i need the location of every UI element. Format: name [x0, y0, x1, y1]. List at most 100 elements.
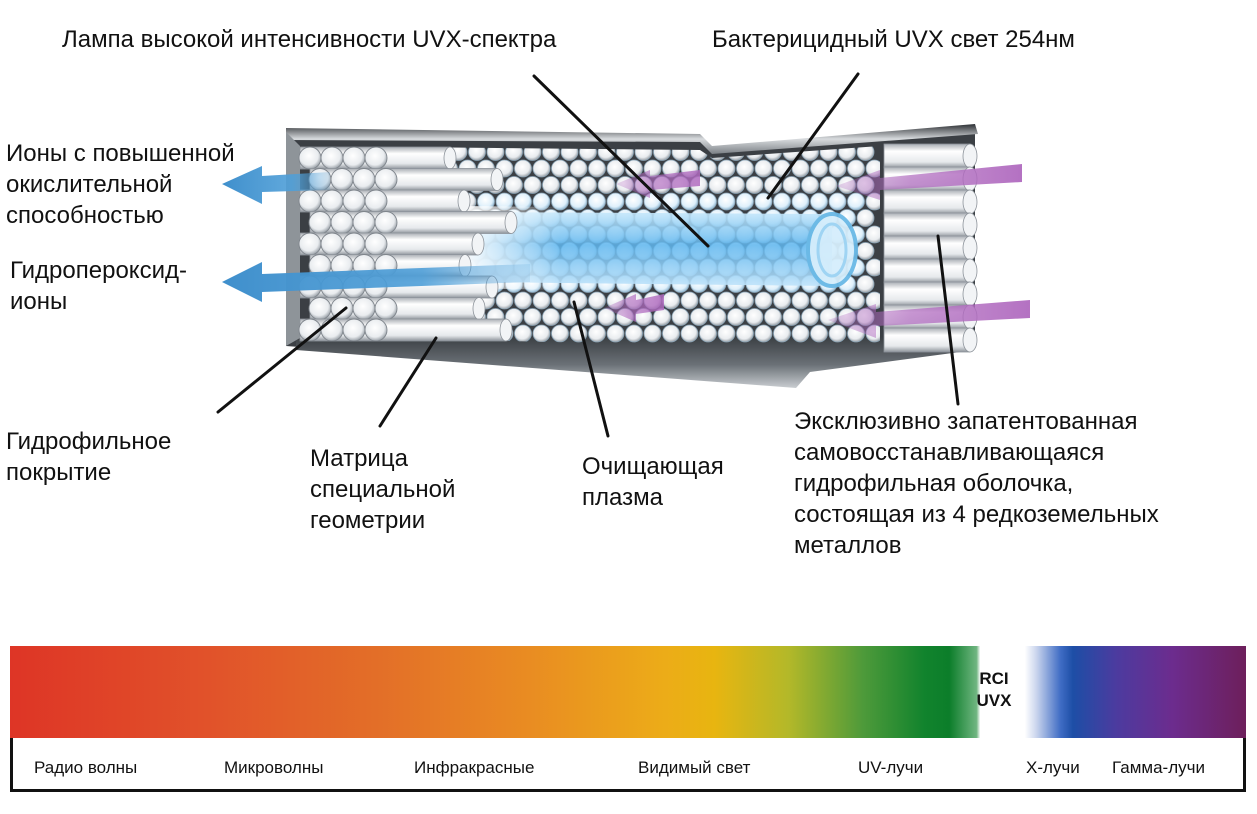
matrix-cell	[588, 192, 606, 211]
leader-matrix	[378, 336, 438, 428]
matrix-cell	[514, 324, 532, 343]
electromagnetic-spectrum: RCI UVX Радио волны Микроволны Инфракрас…	[10, 646, 1246, 792]
matrix-cell	[810, 291, 828, 310]
matrix-cell	[560, 176, 579, 194]
matrix-tube-end	[342, 318, 366, 342]
outflow-arrows	[222, 166, 530, 302]
label-hydrophilic-coating-line: покрытие	[6, 459, 112, 486]
matrix-cell	[810, 159, 828, 178]
matrix-cell	[625, 192, 643, 211]
matrix-cell	[699, 291, 717, 310]
leader-hydrophilic-coating	[216, 306, 348, 414]
matrix-tube-end	[374, 168, 398, 191]
inflow-arrow	[828, 300, 1030, 338]
matrix-cell	[532, 291, 551, 310]
spectrum-scale-frame	[10, 738, 1246, 792]
matrix-tube-end	[342, 232, 366, 256]
label-shell-line: самовосстанавливающаяся	[794, 439, 1105, 466]
matrix-cell	[551, 291, 569, 310]
matrix-cell	[819, 176, 838, 194]
label-shell-line: металлов	[794, 532, 902, 559]
matrix-cell	[514, 159, 532, 178]
matrix-cell	[791, 324, 810, 343]
matrix-cell	[588, 324, 606, 343]
matrix-cell	[569, 291, 588, 310]
matrix-cell	[662, 291, 680, 310]
label-hydroperoxide: Гидропероксид- ионы	[10, 255, 187, 317]
matrix-tube-end	[320, 232, 344, 256]
matrix-tube-end	[320, 146, 344, 170]
matrix-tube-end	[364, 146, 388, 170]
label-ions-line: Ионы с повышенной	[6, 140, 235, 167]
matrix-cell	[773, 324, 791, 343]
spectrum-tick: UV-лучи	[858, 758, 924, 777]
label-matrix: Матрица специальной геометрии	[310, 443, 455, 536]
spectrum-tick: Микроволны	[224, 758, 324, 777]
matrix-tube	[883, 235, 978, 261]
matrix-cell	[717, 324, 736, 343]
matrix-cell	[588, 159, 606, 178]
matrix-cell	[606, 192, 625, 211]
matrix-right-tubes	[883, 143, 978, 353]
matrix-cell	[569, 192, 588, 211]
matrix-cell	[828, 192, 847, 211]
matrix-cell	[828, 324, 847, 343]
matrix-cell	[514, 291, 532, 310]
matrix-cell	[680, 192, 699, 211]
matrix-cell	[625, 324, 643, 343]
matrix-cell	[532, 159, 551, 178]
matrix-cell	[588, 291, 606, 310]
matrix-cell	[680, 291, 699, 310]
matrix-cell	[810, 192, 828, 211]
matrix-cell	[579, 176, 597, 194]
matrix-cell	[662, 192, 680, 211]
matrix-cell	[505, 176, 523, 194]
matrix-cell	[754, 324, 773, 343]
label-plasma: Очищающая плазма	[582, 451, 724, 513]
matrix-cell	[727, 308, 745, 326]
matrix-tube-end	[330, 168, 354, 191]
matrix-tube-end	[320, 318, 344, 342]
spectrum-tick: Гамма-лучи	[1112, 758, 1205, 777]
matrix-cell	[532, 324, 551, 343]
matrix-tube-end	[298, 232, 322, 256]
label-hydroperoxide-line: ионы	[10, 288, 68, 315]
matrix-tube	[883, 281, 978, 307]
matrix-cell	[680, 324, 699, 343]
label-hydrophilic-coating-line: Гидрофильное	[6, 428, 172, 455]
matrix-tube-end	[298, 189, 322, 213]
matrix-tube-end	[374, 297, 398, 320]
matrix-cell	[773, 192, 791, 211]
label-uvx-light: Бактерицидный UVX свет 254нм	[712, 26, 1075, 53]
inflow-arrow	[836, 164, 1022, 200]
label-ions-line: способностью	[6, 202, 164, 229]
matrix-cell	[810, 324, 828, 343]
matrix-cell	[662, 324, 680, 343]
matrix-tube-end	[320, 189, 344, 213]
spectrum-tick: Инфракрасные	[414, 758, 535, 777]
label-hydroperoxide-line: Гидропероксид-	[10, 257, 187, 284]
matrix-tube	[883, 212, 978, 238]
matrix-tube	[883, 143, 978, 169]
matrix-cell	[523, 176, 542, 194]
spectrum-tick: Видимый свет	[638, 758, 751, 777]
matrix-cell	[727, 176, 745, 194]
matrix-cell	[856, 242, 875, 260]
leader-lamp	[532, 74, 710, 248]
matrix-cell	[754, 291, 773, 310]
spectrum-gradient-bar	[10, 646, 1246, 738]
matrix-tube-end	[352, 168, 376, 191]
outflow-arrow	[222, 166, 330, 204]
matrix-cell	[736, 291, 754, 310]
label-matrix-line: специальной	[310, 476, 456, 503]
matrix-cell	[745, 176, 764, 194]
matrix-cell	[699, 159, 717, 178]
matrix-tube-end	[298, 146, 322, 170]
label-lamp: Лампа высокой интенсивности UVX-спектра	[62, 26, 557, 53]
leader-plasma	[572, 300, 610, 438]
matrix-cell	[791, 291, 810, 310]
leader-lines	[216, 72, 960, 438]
label-shell-line: гидрофильная оболочка,	[794, 470, 1074, 497]
matrix-tube-end	[330, 211, 354, 234]
matrix-cell	[569, 159, 588, 178]
